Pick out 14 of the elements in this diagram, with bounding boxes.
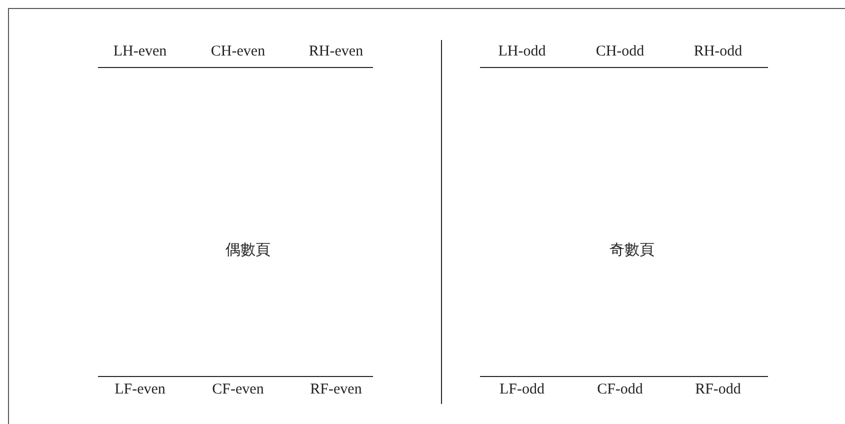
footer-text: RF-odd — [695, 382, 741, 398]
header-text: RH-odd — [694, 44, 742, 60]
header-text: CH-even — [210, 44, 266, 60]
footer-text: CF-odd — [597, 382, 643, 398]
page-label: 奇數頁 — [610, 240, 654, 260]
footer-text: CF-even — [212, 382, 264, 398]
header-text: LH-odd — [498, 44, 546, 60]
page-label: 偶數頁 — [226, 240, 270, 260]
header-text: LH-even — [113, 44, 167, 60]
header-text: RH-even — [308, 44, 364, 60]
footer-text: RF-even — [310, 382, 362, 398]
header-text: CH-odd — [596, 44, 644, 60]
footer-text: LF-odd — [500, 382, 544, 398]
footer-text: LF-even — [114, 382, 166, 398]
